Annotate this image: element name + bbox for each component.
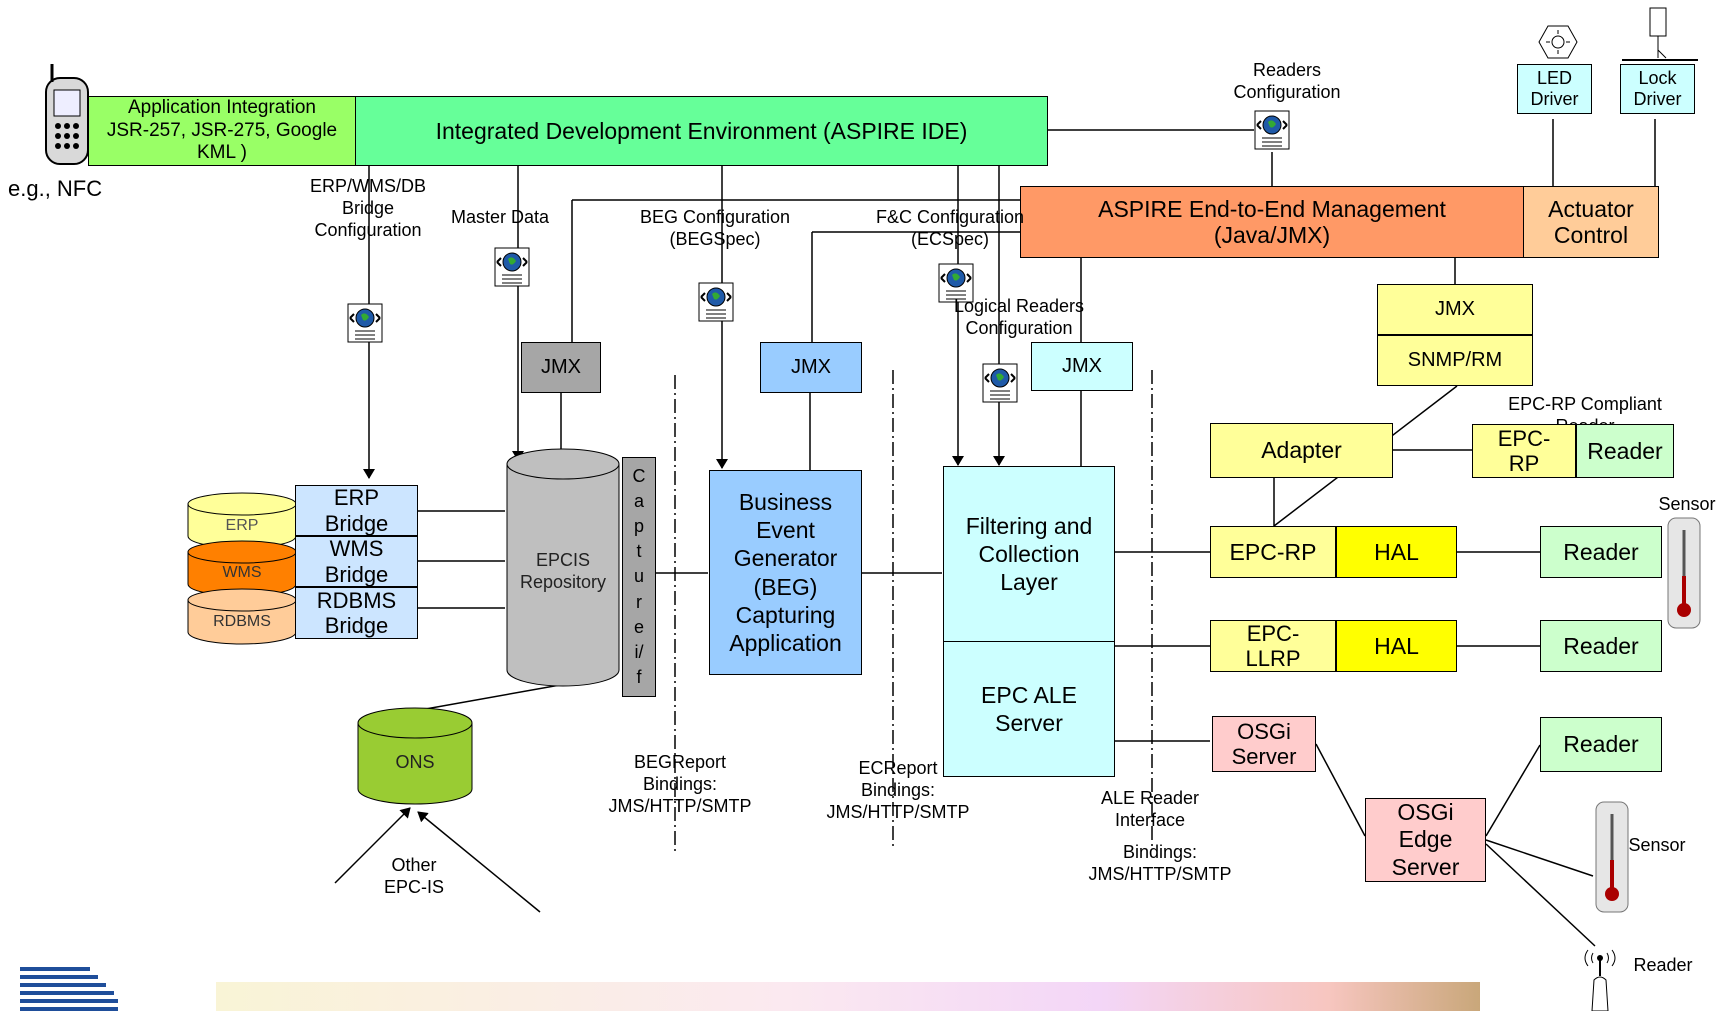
erp-db-label: ERP <box>225 517 259 534</box>
ale-reader-interface-label: ALE Reader Interface <box>1100 788 1200 830</box>
globe-document-icon <box>938 263 974 303</box>
capture-if-char: C <box>632 466 646 487</box>
wms-db-label: WMS <box>222 564 262 581</box>
erp-database <box>187 492 297 549</box>
lock-driver-box: Lock Driver <box>1620 64 1695 114</box>
antenna-reader-icon <box>1584 949 1616 1011</box>
beg-config-label: BEG Configuration (BEGSpec) <box>639 207 791 249</box>
jmx-epcis-box: JMX <box>521 342 601 393</box>
capture-if-char: e <box>633 616 644 637</box>
capture-if-char: f <box>636 666 642 687</box>
capture-interface-bar: C a p t u r e i/ f <box>622 457 656 697</box>
actuator-control-box: Actuator Control <box>1523 186 1659 258</box>
globe-document-icon <box>347 303 383 343</box>
capture-if-char: r <box>636 591 642 612</box>
readers-config-label: Readers Configuration <box>1233 60 1341 102</box>
erp-bridge-box: ERP Bridge <box>295 485 418 536</box>
globe-document-icon <box>698 282 734 322</box>
lock-icon <box>1622 7 1698 61</box>
ons-label: ONS <box>395 752 435 772</box>
e2e-management-box: ASPIRE End-to-End Management (Java/JMX) <box>1020 186 1524 258</box>
epc-ale-server-box: EPC ALE Server <box>943 641 1115 777</box>
rdbms-database <box>187 588 297 645</box>
beg-box: Business Event Generator (BEG) Capturing… <box>709 470 862 675</box>
ide-box: Integrated Development Environment (ASPI… <box>355 96 1048 166</box>
epc-llrp-box: EPC- LLRP <box>1210 620 1336 672</box>
hal-box-1: HAL <box>1336 526 1457 578</box>
sensor-label-1: Sensor <box>1658 494 1716 514</box>
globe-document-icon <box>982 363 1018 403</box>
rdbms-db-label: RDBMS <box>213 613 271 630</box>
thermometer-icon <box>1595 801 1629 913</box>
globe-document-icon <box>494 247 530 287</box>
capture-if-char: u <box>633 566 644 587</box>
filtering-collection-layer-box: Filtering and Collection Layer <box>943 466 1115 642</box>
reader-box-compliant: Reader <box>1576 424 1674 478</box>
mobile-phone-icon <box>45 64 89 165</box>
logical-readers-config-label: Logical Readers Configuration <box>953 296 1085 338</box>
osgi-server-box: OSGi Server <box>1212 716 1316 772</box>
capture-if-char: i/ <box>634 641 644 662</box>
institution-logo <box>20 967 118 1011</box>
beg-report-bindings-label: BEGReport Bindings: JMS/HTTP/SMTP <box>608 752 752 816</box>
snmp-rm-box: SNMP/RM <box>1377 335 1533 386</box>
hal-box-2: HAL <box>1336 620 1457 672</box>
globe-document-icon <box>1254 110 1290 150</box>
reader-box-2: Reader <box>1540 526 1662 578</box>
erp-bridge-config-label: ERP/WMS/DB Bridge Configuration <box>309 176 426 240</box>
adapter-box: Adapter <box>1210 423 1393 478</box>
ec-report-bindings-label: ECReport Bindings: JMS/HTTP/SMTP <box>826 758 970 822</box>
ale-bindings-label: Bindings: JMS/HTTP/SMTP <box>1088 842 1232 884</box>
phone-caption: e.g., NFC <box>8 176 103 201</box>
rdbms-bridge-box: RDBMS Bridge <box>295 587 418 639</box>
reader-antenna-label: Reader <box>1633 955 1693 975</box>
reader-box-4: Reader <box>1540 717 1662 772</box>
fc-config-label: F&C Configuration (ECSpec) <box>875 207 1025 249</box>
master-data-label: Master Data <box>450 207 550 227</box>
epcis-repository-cylinder <box>506 448 620 687</box>
sensor-label-2: Sensor <box>1628 835 1686 855</box>
capture-if-char: p <box>633 516 644 537</box>
wms-bridge-box: WMS Bridge <box>295 536 418 587</box>
footer-banner-image <box>216 982 1480 1011</box>
app-integration-box: Application Integration JSR-257, JSR-275… <box>88 96 356 166</box>
wms-database <box>187 540 297 597</box>
led-icon <box>1538 25 1578 59</box>
led-driver-box: LED Driver <box>1517 64 1592 114</box>
epcis-repository-label: EPCIS Repository <box>519 550 607 592</box>
capture-if-char: t <box>636 541 642 562</box>
thermometer-icon <box>1667 517 1701 629</box>
jmx-beg-box: JMX <box>760 342 862 393</box>
reader-box-3: Reader <box>1540 620 1662 672</box>
epc-rp-box: EPC-RP <box>1210 526 1336 578</box>
capture-if-char: a <box>633 491 644 512</box>
epc-rp-small-box: EPC- RP <box>1472 424 1576 478</box>
jmx-management-box: JMX <box>1377 284 1533 335</box>
ons-database <box>357 707 473 805</box>
osgi-edge-server-box: OSGi Edge Server <box>1365 798 1486 882</box>
jmx-fc-box: JMX <box>1031 342 1133 391</box>
other-epcis-label: Other EPC-IS <box>383 855 444 897</box>
